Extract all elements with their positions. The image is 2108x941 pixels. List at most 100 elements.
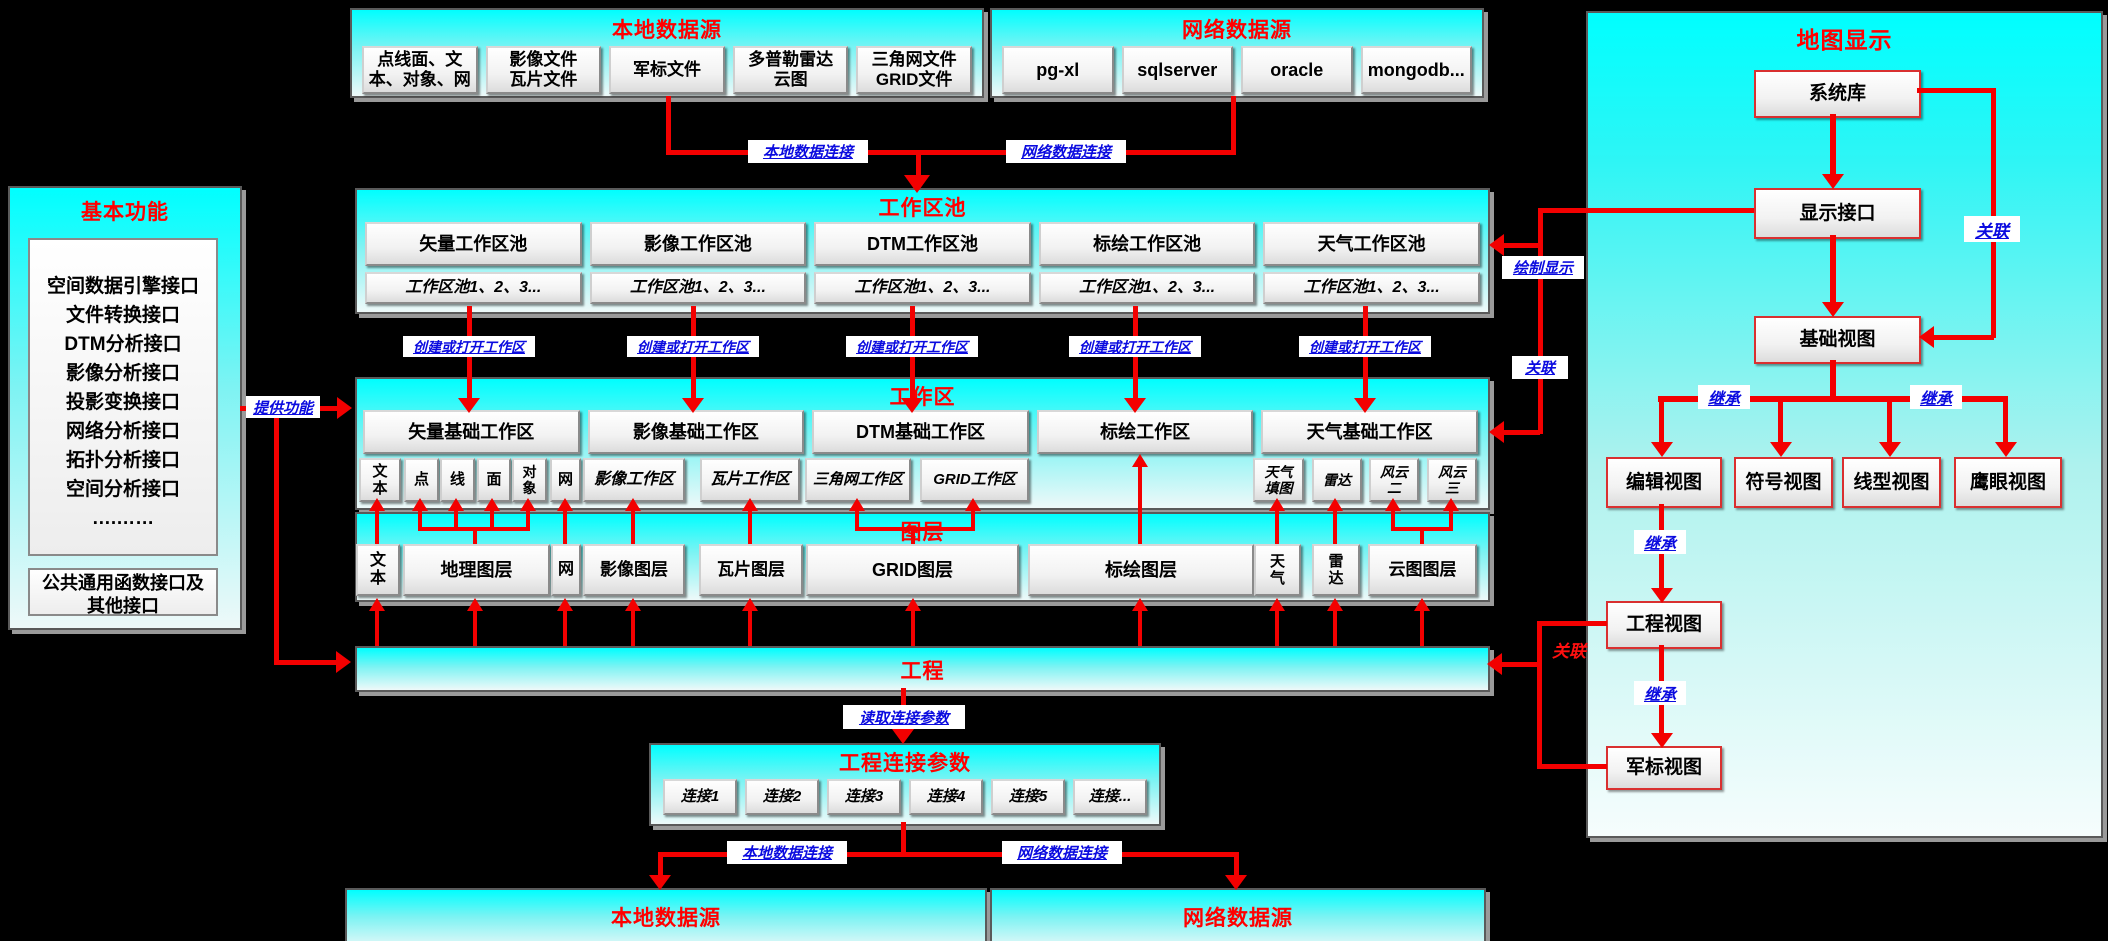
connector-line: [1830, 235, 1836, 303]
box-project-view: 工程视图: [1606, 601, 1722, 649]
label-assoc: 关联: [1512, 356, 1568, 379]
box-ws-text: 文 本: [359, 458, 401, 502]
connector-line: [1138, 467, 1142, 544]
net-source-title: 网络数据源: [1182, 19, 1292, 42]
connector-line: [1537, 621, 1607, 626]
box-eagle-eye-view: 鹰眼视图: [1954, 457, 2062, 508]
label-inherit: 继承: [1698, 385, 1750, 409]
arrowhead-up: [412, 498, 428, 511]
arrowhead-up: [369, 598, 385, 611]
arrowhead-down: [892, 729, 914, 744]
label-assoc-red: 关联: [1552, 641, 1586, 661]
workspace-row1: 矢量基础工作区 影像基础工作区 DTM基础工作区 标绘工作区 天气基础工作区: [363, 410, 1478, 454]
label-draw-display: 绘制显示: [1502, 256, 1584, 279]
box-conn-more: 连接...: [1073, 779, 1147, 815]
box-conn2: 连接2: [745, 779, 819, 815]
box-base-view: 基础视图: [1754, 316, 1921, 364]
basic-functions-title: 基本功能: [81, 201, 169, 224]
arrowhead-down: [1651, 442, 1673, 457]
arrowhead-up: [467, 598, 483, 611]
map-display-title: 地图显示: [1796, 27, 1893, 53]
box-system-lib: 系统库: [1754, 70, 1921, 118]
connector-line: [274, 406, 279, 665]
box-layer-grid: GRID图层: [806, 544, 1019, 596]
box-edit-view: 编辑视图: [1606, 457, 1722, 508]
label-create-open: 创建或打开工作区: [846, 336, 978, 357]
box-layer-geo: 地理图层: [403, 544, 550, 596]
label-inherit: 继承: [1634, 530, 1686, 554]
box-mongodb: mongodb...: [1360, 46, 1472, 94]
connector-line: [1537, 621, 1542, 769]
box-layer-text: 文 本: [356, 544, 400, 596]
box-image-tile-files: 影像文件 瓦片文件: [485, 46, 602, 94]
box-vector-base-ws: 矢量基础工作区: [363, 410, 580, 454]
arrowhead-up: [1385, 498, 1401, 511]
connector-line: [1934, 335, 1994, 340]
connector-line: [666, 150, 1236, 155]
label-create-open: 创建或打开工作区: [1299, 336, 1431, 357]
label-create-open: 创建或打开工作区: [1069, 336, 1201, 357]
box-layer-image: 影像图层: [583, 544, 685, 596]
box-ws-polygon: 面: [477, 458, 511, 502]
workspace-pool-title: 工作区池: [878, 197, 967, 220]
box-layer-tile: 瓦片图层: [699, 544, 803, 596]
box-symbol-view: 符号视图: [1734, 457, 1833, 508]
box-layer-weather: 天 气: [1254, 544, 1301, 596]
box-ws-fy3: 风云 三: [1427, 458, 1477, 502]
box-pool-instances: 工作区池1、2、3...: [589, 272, 807, 304]
project-bar: 工程: [355, 646, 1490, 692]
local-source-items: 点线面、文 本、对象、网 影像文件 瓦片文件 军标文件 多普勒雷达 云图 三角网…: [362, 46, 972, 94]
connector-line: [1333, 511, 1337, 544]
connector-line: [1391, 511, 1395, 527]
connector-line: [1420, 531, 1424, 544]
connector-line: [1991, 88, 1996, 338]
label-provide: 提供功能: [246, 396, 320, 418]
connector-line: [1333, 609, 1337, 646]
box-vector-files: 点线面、文 本、对象、网: [362, 46, 478, 94]
conn-params-panel: 工程连接参数 连接1 连接2 连接3 连接4 连接5 连接...: [649, 743, 1161, 826]
connector-line: [1658, 396, 2008, 402]
connector-line: [1234, 852, 1239, 877]
arrowhead-left: [1489, 234, 1504, 256]
box-ws-line: 线: [440, 458, 475, 502]
connector-line: [1449, 511, 1453, 527]
arrowhead-down: [682, 398, 704, 413]
box-ws-tin: 三角网工作区: [805, 458, 911, 502]
arrowhead-up: [625, 498, 641, 511]
bottom-net-source: 网络数据源: [990, 888, 1486, 941]
box-ws-object: 对 象: [512, 458, 547, 502]
connector-line: [631, 609, 635, 646]
arrowhead-up: [1414, 598, 1430, 611]
box-ws-grid: GRID工作区: [920, 458, 1029, 502]
connector-line: [490, 511, 494, 527]
box-pool-instances: 工作区池1、2、3...: [365, 272, 582, 304]
connector-line: [563, 511, 567, 544]
bottom-local-title: 本地数据源: [611, 907, 721, 930]
arrowhead-up: [1132, 454, 1148, 467]
label-create-open: 创建或打开工作区: [627, 336, 759, 357]
arrowhead-left: [1487, 653, 1502, 675]
arrowhead-up: [448, 498, 464, 511]
box-plot-ws: 标绘工作区: [1036, 410, 1254, 454]
arrowhead-up: [742, 598, 758, 611]
connector-line: [375, 511, 379, 544]
box-ws-tile: 瓦片工作区: [700, 458, 800, 502]
arrowhead-down: [1225, 875, 1247, 890]
box-oracle: oracle: [1241, 46, 1353, 94]
box-conn5: 连接5: [991, 779, 1065, 815]
box-pool-instances: 工作区池1、2、3...: [814, 272, 1031, 304]
connector-line: [658, 852, 1239, 857]
bottom-net-title: 网络数据源: [1183, 907, 1293, 930]
connector-line: [375, 609, 379, 646]
arrowhead-down: [1651, 733, 1673, 748]
pool-row2: 工作区池1、2、3... 工作区池1、2、3... 工作区池1、2、3... 工…: [365, 272, 1480, 304]
arrowhead-down: [649, 875, 671, 890]
arrowhead-down: [458, 398, 480, 413]
connector-line: [1659, 396, 1664, 444]
arrowhead-up: [905, 598, 921, 611]
label-net-conn: 网络数据连接: [1002, 841, 1122, 864]
arrowhead-up: [1443, 498, 1459, 511]
box-layer-plot: 标绘图层: [1028, 544, 1254, 596]
workspace-pool-panel: 工作区池 矢量工作区池 影像工作区池 DTM工作区池 标绘工作区池 天气工作区池…: [355, 188, 1490, 314]
arrowhead-up: [965, 498, 981, 511]
